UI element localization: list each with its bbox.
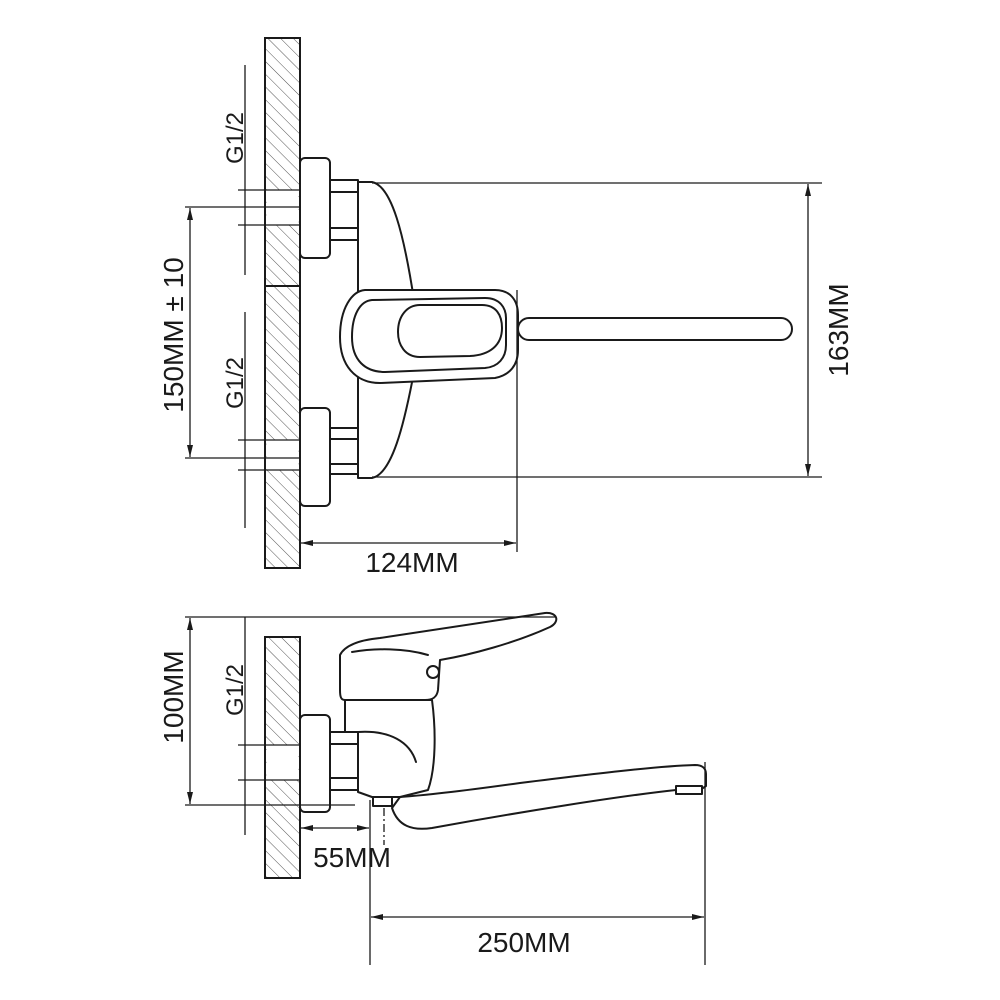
dimension-body-height: 163MM <box>372 182 854 478</box>
wall-section-side <box>264 636 301 879</box>
nut-body <box>329 731 359 791</box>
nut-body <box>329 179 359 241</box>
bottom-fitting <box>372 796 393 807</box>
pipe-opening <box>266 745 299 780</box>
lower-eccentric-mount <box>299 407 331 507</box>
handle-knob <box>397 304 503 358</box>
lower-inlet-pipe <box>238 312 300 528</box>
nut-body <box>329 427 359 475</box>
thread-label-lower: G1/2 <box>222 357 249 409</box>
cap-detail-line <box>351 648 429 656</box>
dimension-label-side-height: 100MM <box>158 650 189 743</box>
side-view: 100MM 55MM 250MM G1/2 <box>158 611 707 965</box>
dimension-label-spout-reach: 250MM <box>477 927 570 958</box>
wall-section-front <box>264 37 301 569</box>
spout <box>391 764 707 830</box>
upper-eccentric-mount <box>299 157 331 259</box>
dimension-label-wall-offset: 55MM <box>313 842 391 873</box>
dimension-inlet-spacing: 150MM ± 10 <box>158 206 300 459</box>
aerator <box>675 785 703 795</box>
thread-label-upper: G1/2 <box>222 112 249 164</box>
body-contour-line <box>357 730 417 763</box>
handle-pivot <box>426 665 440 679</box>
upper-nut <box>329 179 359 241</box>
dimension-wall-offset: 55MM <box>301 825 391 873</box>
handle-cap-lever <box>339 611 558 701</box>
lower-nut <box>329 427 359 475</box>
wall-hatch <box>264 37 301 569</box>
lower-pipe-opening <box>266 440 299 470</box>
nut-side <box>329 731 359 791</box>
thread-label-side: G1/2 <box>222 664 249 716</box>
dimension-label-inlet-spacing: 150MM ± 10 <box>158 257 189 412</box>
dimension-label-projection: 124MM <box>365 547 458 578</box>
front-view: 150MM ± 10 163MM 124MM G1/2 G1/2 <box>158 37 854 578</box>
handle-lever <box>517 317 793 341</box>
faucet-body-side <box>344 699 436 798</box>
eccentric-mount-side <box>299 714 331 813</box>
dimension-spout-reach: 250MM <box>369 762 706 965</box>
dimension-side-height: 100MM <box>158 616 555 806</box>
dimension-label-body-height: 163MM <box>823 283 854 376</box>
dimension-projection: 124MM <box>301 290 518 578</box>
upper-inlet-pipe <box>238 65 300 275</box>
inlet-pipe-side <box>238 617 300 835</box>
